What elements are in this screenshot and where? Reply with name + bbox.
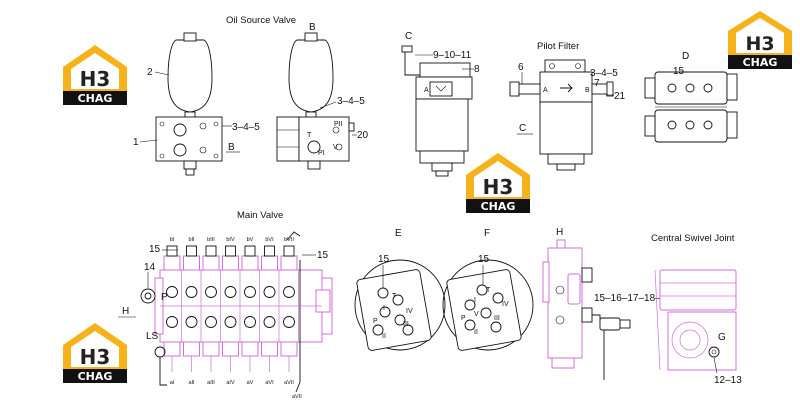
port-label: A (543, 87, 548, 94)
callout-2: 2 (147, 67, 153, 78)
port-label: II (382, 333, 386, 340)
logo-mark: H3 (80, 345, 111, 369)
view-d-block (644, 71, 738, 143)
section-label-bottom: aIV (226, 380, 235, 386)
view-e-title: E (395, 228, 402, 239)
port-label: T (307, 132, 312, 139)
valve-section: bII aII (183, 237, 202, 386)
section-label-extra: aVII (292, 394, 302, 400)
callout-3-4-5: 3–4–5 (232, 122, 260, 133)
view-b-label: B (228, 142, 235, 153)
logo-mark: H3 (80, 67, 111, 91)
accumulator-side (288, 32, 334, 119)
logo-text: CHAG (78, 92, 113, 105)
section-label-top: bI (170, 237, 175, 243)
port-label: I (383, 305, 385, 312)
logo-text: CHAG (743, 56, 778, 69)
section-label-bottom: aVI (265, 380, 274, 386)
callout-15-d: 15 (673, 66, 685, 77)
view-b-title: B (309, 22, 316, 33)
port-label: T (486, 287, 491, 294)
section-label-bottom: aVII (284, 380, 294, 386)
swivel-view-f (442, 259, 534, 351)
callout-15-19: 15–16–17–18–19 (594, 293, 672, 304)
section-label-top: bII (188, 237, 195, 243)
pilot-filter (509, 59, 614, 171)
brand-logo: H3 CHAG (466, 153, 530, 213)
section-label-top: bIV (226, 237, 235, 243)
title-pilot-filter: Pilot Filter (537, 41, 579, 52)
port-label: III (403, 321, 409, 328)
main-valve: bI aI bII aII bIII aIII bIV aIV bV aV bVI aVI bVII aV… (140, 231, 333, 393)
section-label-bottom: aIII (207, 380, 215, 386)
callout-15-main-right: 15 (317, 250, 329, 261)
view-h-label: H (122, 306, 129, 317)
port-label: V (333, 144, 338, 151)
section-label-top: bV (247, 237, 254, 243)
port-label: IV (406, 308, 413, 315)
valve-section: bVI aVI (261, 237, 280, 386)
valve-section: bIV aIV (222, 237, 241, 386)
callout-6: 6 (518, 62, 524, 73)
port-label: B (585, 87, 590, 94)
callout-3-4-5-filter: 3–4–5 (590, 68, 618, 79)
port-label: T (392, 293, 397, 300)
view-c-title: C (405, 31, 412, 42)
section-label-bottom: aI (170, 380, 175, 386)
view-g-label: G (718, 332, 726, 343)
oil-source-valve-front (155, 116, 223, 176)
title-main-valve: Main Valve (237, 210, 283, 221)
callout-3-4-5-side: 3–4–5 (337, 96, 365, 107)
logo-text: CHAG (481, 200, 516, 213)
section-label-bottom: aV (247, 380, 254, 386)
swivel-view-e (354, 259, 446, 351)
title-central-swivel-joint: Central Swivel Joint (651, 233, 735, 244)
logo-text: CHAG (78, 370, 113, 383)
logo-mark: H3 (483, 175, 514, 199)
port-p: P (161, 292, 168, 303)
port-label: PI (318, 150, 325, 157)
port-label: III (494, 315, 500, 322)
callout-12-13: 12–13 (714, 375, 742, 386)
port-label: IV (502, 301, 509, 308)
callout-15-main-left: 15 (149, 244, 161, 255)
callout-8: 8 (474, 64, 480, 75)
callout-20: 20 (357, 130, 369, 141)
port-label: P (461, 315, 466, 322)
callout-15-f: 15 (478, 254, 490, 265)
callout-1: 1 (133, 137, 139, 148)
port-label: A (424, 87, 429, 94)
main-valve-view-h (542, 239, 631, 380)
title-oil-source-valve: Oil Source Valve (226, 15, 296, 26)
port-ls: LS (146, 331, 159, 342)
section-label-top: bVI (265, 237, 274, 243)
port-label: PII (334, 121, 343, 128)
section-label-bottom: aII (188, 380, 195, 386)
callout-7: 7 (594, 78, 600, 89)
view-f-title: F (484, 228, 490, 239)
central-swivel-joint (654, 269, 737, 371)
view-d-title: D (682, 51, 689, 62)
brand-logo: H3 CHAG (728, 11, 792, 69)
view-c-label: C (519, 123, 526, 134)
port-label: I (474, 297, 476, 304)
callout-9-10-11: 9–10–11 (433, 50, 472, 61)
port-label: II (474, 329, 478, 336)
section-label-top: bVII (284, 237, 294, 243)
callout-21: 21 (614, 91, 626, 102)
port-label: V (474, 311, 479, 318)
callout-15-e: 15 (378, 254, 390, 265)
oil-source-valve-side (276, 116, 355, 170)
view-h-title: H (556, 227, 563, 238)
section-label-top: bIII (207, 237, 215, 243)
brand-logo: H3 CHAG (63, 323, 127, 383)
pilot-filter-view-c (401, 45, 473, 177)
logo-mark: H3 (745, 33, 774, 55)
valve-section: bIII aIII (202, 237, 221, 386)
callout-14: 14 (144, 262, 156, 273)
accumulator-front (167, 32, 213, 124)
port-label: P (373, 318, 378, 325)
brand-logo: H3 CHAG (63, 45, 127, 105)
